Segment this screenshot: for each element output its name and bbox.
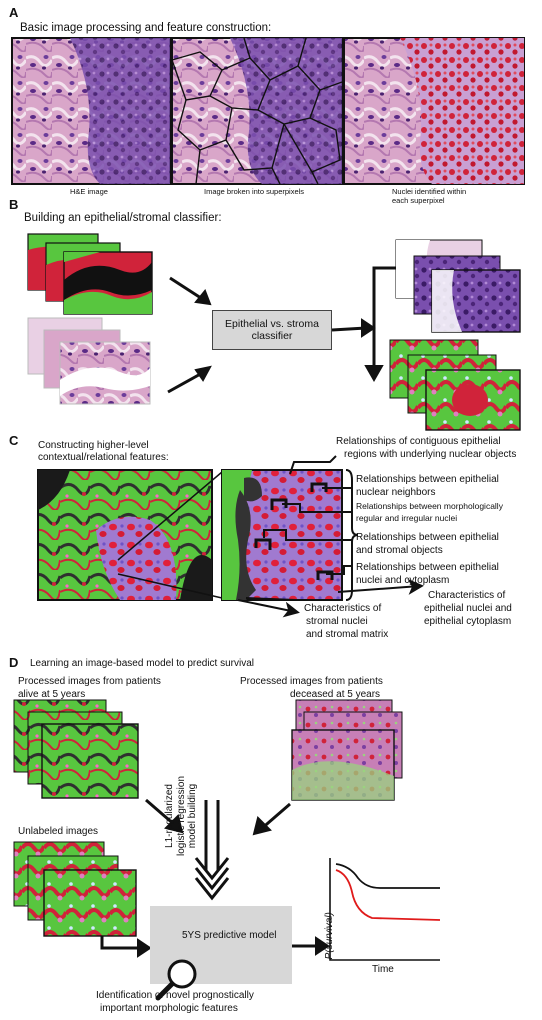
panel-b-graphics	[27, 233, 521, 431]
caption-superpixels: Image broken into superpixels	[204, 187, 305, 196]
caption-nuclei-1: Nuclei identified within	[392, 187, 467, 196]
panel-c-letter: C	[9, 433, 19, 448]
classifier-box: Epithelial vs. stroma classifier	[212, 310, 332, 350]
plot-xlabel: Time	[372, 964, 394, 975]
annotation-5b: nuclei and cytoplasm	[356, 575, 450, 586]
annotation-3b: regular and irregular nuclei	[356, 513, 458, 523]
regression-line-2: logistic regression	[175, 775, 187, 857]
annotation-6a: Characteristics of	[428, 590, 506, 601]
panel-d-letter: D	[9, 655, 19, 670]
annotation-2b: nuclear neighbors	[356, 487, 436, 498]
footer-line-1: Identification of novel prognostically	[96, 990, 254, 1001]
panel-d-heading: Learning an image-based model to predict…	[30, 658, 255, 669]
regression-line-3: model building	[187, 783, 198, 849]
alive-images	[41, 723, 139, 799]
footer-line-2: important morphologic features	[100, 1003, 238, 1014]
unlabeled-images	[43, 869, 137, 937]
annotation-6c: epithelial cytoplasm	[424, 616, 512, 627]
panel-c-heading-2: contextual/relational features:	[38, 452, 169, 463]
panel-c-heading-1: Constructing higher-level	[38, 440, 149, 451]
deceased-curve	[335, 869, 441, 921]
panel-d-graphics	[13, 699, 441, 1001]
annotation-7b: stromal nuclei	[306, 616, 368, 627]
unlabeled-label: Unlabeled images	[18, 826, 99, 837]
magnifier-icon	[167, 959, 197, 989]
deceased-label-1: Processed images from patients	[240, 676, 383, 687]
annotation-6b: epithelial nuclei and	[424, 603, 512, 614]
annotation-2a: Relationships between epithelial	[356, 474, 499, 485]
panel-a-letter: A	[9, 5, 19, 20]
model-box-label: 5YS predictive model	[182, 930, 277, 941]
panel-c-graphics	[37, 455, 424, 618]
annotation-1a: Relationships of contiguous epithelial	[336, 436, 501, 447]
panel-a-images	[11, 37, 525, 185]
annotation-3a: Relationships between morphologically	[356, 501, 503, 511]
classifier-line-1: Epithelial vs. stroma	[225, 318, 319, 330]
panel-b-heading: Building an epithelial/stromal classifie…	[24, 212, 222, 224]
alive-curve	[335, 863, 440, 889]
caption-nuclei-2: each superpixel	[392, 196, 445, 205]
classifier-line-2: classifier	[251, 330, 293, 342]
annotation-7c: and stromal matrix	[306, 629, 389, 640]
annotation-4b: and stromal objects	[356, 545, 443, 556]
plot-ylabel: P(survival)	[323, 912, 335, 960]
annotation-5a: Relationships between epithelial	[356, 562, 499, 573]
alive-label-1: Processed images from patients	[18, 676, 161, 687]
caption-he: H&E image	[70, 187, 108, 196]
panel-a-heading: Basic image processing and feature const…	[20, 22, 272, 34]
annotation-4a: Relationships between epithelial	[356, 532, 499, 543]
survival-plot	[329, 858, 441, 961]
regression-label: L1-regularized logistic regression model…	[164, 776, 224, 870]
annotation-1b: regions with underlying nuclear objects	[344, 449, 517, 460]
panel-b-letter: B	[9, 197, 19, 212]
deceased-label-2: deceased at 5 years	[290, 689, 381, 700]
alive-label-2: alive at 5 years	[18, 689, 86, 700]
regression-line-1: L1-regularized	[164, 784, 175, 848]
annotation-7a: Characteristics of	[304, 603, 382, 614]
